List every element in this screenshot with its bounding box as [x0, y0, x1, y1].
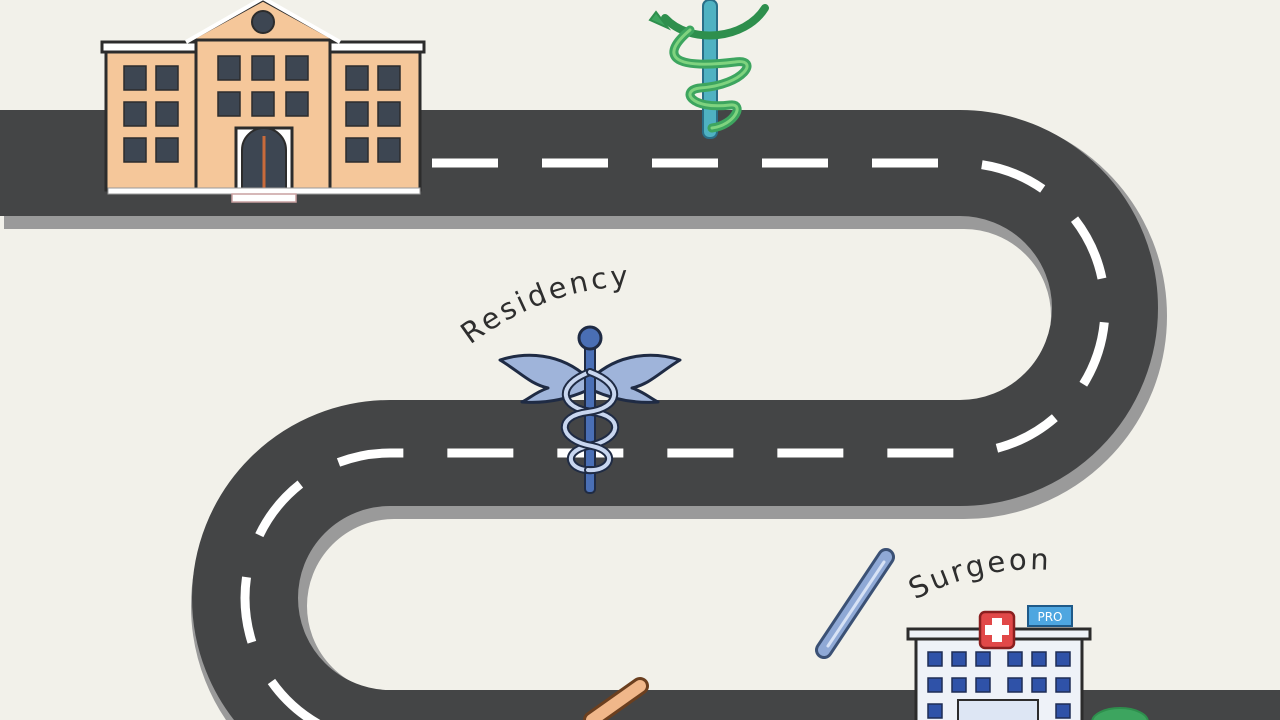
- winding-road: [0, 110, 1280, 720]
- hospital-sign-text: PRO: [1037, 610, 1062, 624]
- scalpel-icon: [815, 548, 895, 659]
- school-building-icon: [100, 0, 426, 203]
- lane-markings: [240, 158, 1110, 720]
- leaf-icon: [1091, 707, 1149, 720]
- residency-label: Residency: [454, 259, 631, 351]
- caduceus-icon: [498, 325, 682, 494]
- hospital-building-icon: PRO: [906, 605, 1092, 720]
- tongue-depressor-icon: [583, 677, 649, 720]
- surgeon-label: Surgeon: [903, 542, 1052, 606]
- rod-of-asclepius-icon: [648, 0, 769, 139]
